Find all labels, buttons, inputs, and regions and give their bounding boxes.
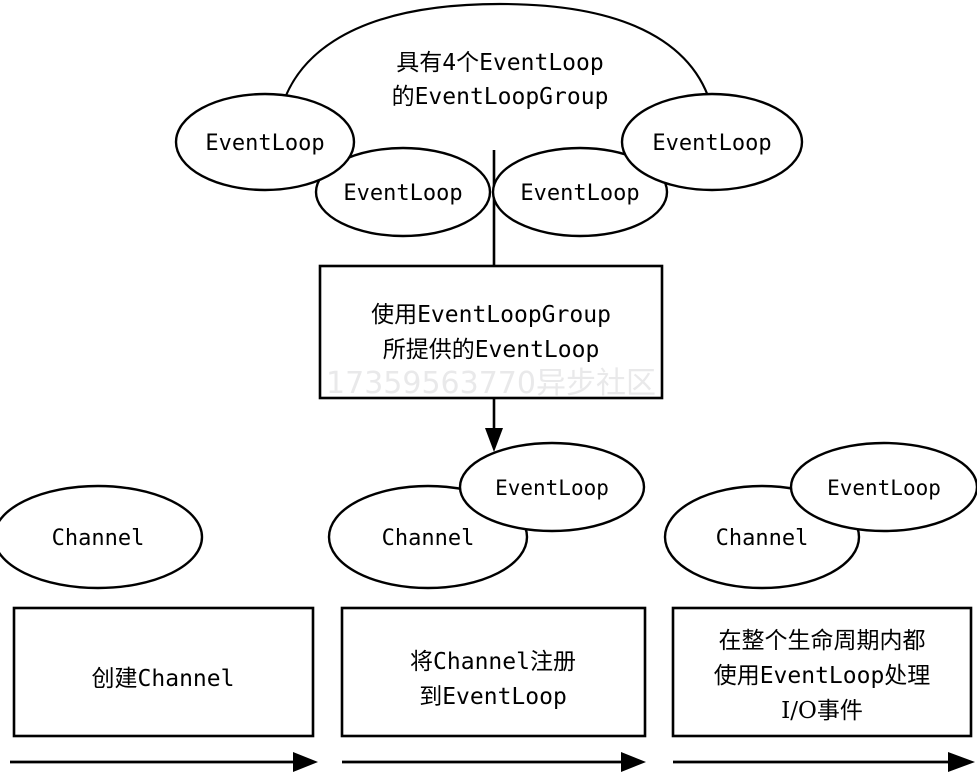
stage-3-box: 在整个生命周期内都 使用EventLoop处理 I/O事件 bbox=[671, 606, 973, 738]
stage-2-arrow bbox=[342, 752, 646, 772]
cloud-label-line-1: 具有4个EventLoop bbox=[396, 50, 603, 76]
middle-box-line-1: 使用EventLoopGroup bbox=[371, 302, 611, 328]
group-event-loop-1-ellipse[interactable] bbox=[174, 92, 356, 192]
stage-3-event-loop-label: EventLoop bbox=[827, 476, 941, 500]
group-event-loop-2-ellipse[interactable] bbox=[314, 146, 492, 238]
group-event-loop-2-label: EventLoop bbox=[343, 181, 462, 206]
middle-description-box: 17359563770异步社区 使用EventLoopGroup 所提供的Eve… bbox=[318, 264, 664, 401]
stage-1-arrow-head-icon bbox=[293, 752, 318, 772]
watermark-label: 17359563770异步社区 bbox=[326, 366, 656, 401]
stage-3-event-loop-ellipse[interactable] bbox=[789, 441, 977, 533]
stage-1-box-rect bbox=[12, 606, 315, 738]
group-event-loop-3-ellipse[interactable] bbox=[491, 146, 669, 238]
group-event-loop-2[interactable]: EventLoop bbox=[314, 146, 492, 238]
stage-2-box-line-1: 将Channel注册 bbox=[410, 649, 576, 675]
group-event-loop-4-label: EventLoop bbox=[652, 131, 771, 156]
down-arrow-head-icon bbox=[485, 428, 503, 452]
stage-1-box: 创建Channel bbox=[12, 606, 315, 738]
stage-3-arrow-head-icon bbox=[948, 752, 975, 772]
stage-3-box-rect bbox=[671, 606, 973, 738]
stage-2-event-loop-ellipse[interactable] bbox=[458, 441, 646, 533]
group-event-loop-3-label: EventLoop bbox=[520, 181, 639, 206]
stage-3-box-line-2: 使用EventLoop处理 bbox=[714, 663, 931, 689]
stage-2-box-rect bbox=[340, 606, 647, 738]
stage-2-event-loop-label: EventLoop bbox=[495, 476, 609, 500]
stage-1-channel-ellipse[interactable] bbox=[0, 484, 204, 590]
middle-box-rect bbox=[318, 264, 664, 400]
stage-1-box-line-1: 创建Channel bbox=[92, 666, 235, 692]
event-loop-group-cloud: 具有4个EventLoop 的EventLoopGroup bbox=[274, 2, 718, 156]
stage-2-event-loop[interactable]: EventLoop bbox=[458, 441, 646, 533]
stage-1-channel[interactable]: Channel bbox=[0, 484, 204, 590]
stage-1-arrow bbox=[10, 752, 318, 772]
group-event-loop-4[interactable]: EventLoop bbox=[620, 92, 804, 192]
stage-3-channel-label: Channel bbox=[716, 526, 809, 551]
group-event-loop-3[interactable]: EventLoop bbox=[491, 146, 669, 238]
group-event-loop-1[interactable]: EventLoop bbox=[174, 92, 356, 192]
stage-2-channel-label: Channel bbox=[382, 526, 475, 551]
stage-3-event-loop[interactable]: EventLoop bbox=[789, 441, 977, 533]
stage-1-channel-label: Channel bbox=[52, 526, 145, 551]
cloud-label-line-2: 的EventLoopGroup bbox=[392, 84, 609, 110]
stage-2-box: 将Channel注册 到EventLoop bbox=[340, 606, 647, 738]
group-event-loop-1-label: EventLoop bbox=[205, 131, 324, 156]
stage-3-box-line-3: I/O事件 bbox=[781, 698, 863, 724]
stage-2-arrow-head-icon bbox=[621, 752, 646, 772]
stage-3-arrow bbox=[673, 752, 975, 772]
stage-2-box-line-2: 到EventLoop bbox=[419, 684, 567, 710]
cloud-outline-arc bbox=[274, 2, 718, 156]
stage-3-box-line-1: 在整个生命周期内都 bbox=[719, 628, 926, 654]
group-event-loop-4-ellipse[interactable] bbox=[620, 92, 804, 192]
middle-box-line-2: 所提供的EventLoop bbox=[383, 337, 600, 363]
